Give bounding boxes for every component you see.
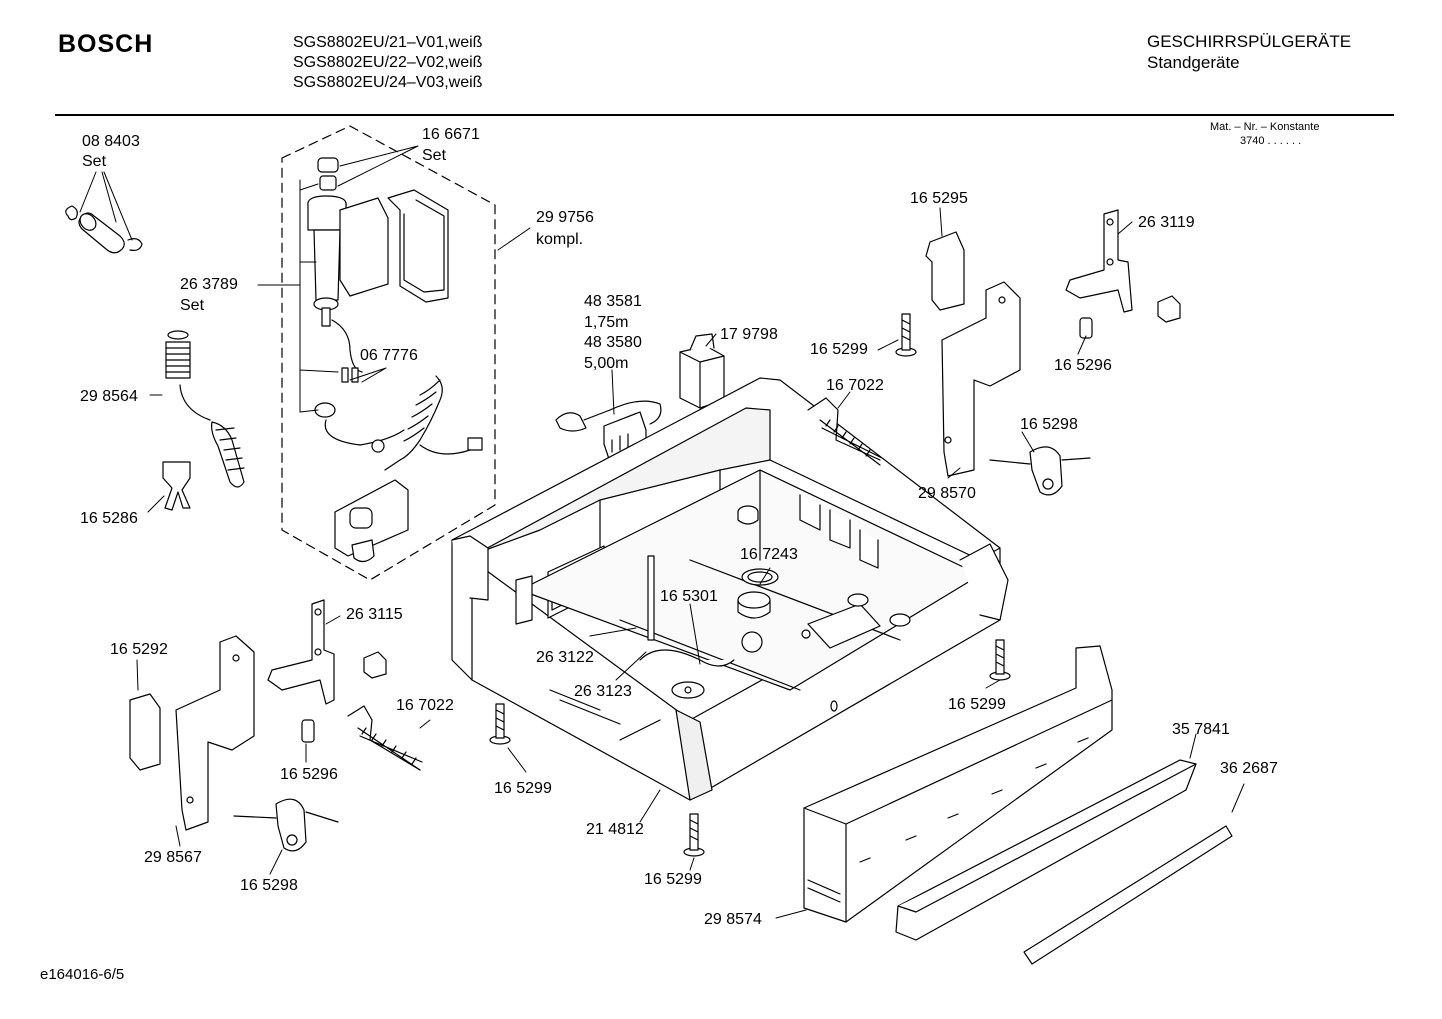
part-label: 16 5299 bbox=[810, 341, 868, 358]
part-label: 48 3580 bbox=[584, 334, 642, 351]
foot-screw-right-top bbox=[895, 313, 917, 357]
clip-165296-right bbox=[1079, 317, 1093, 339]
kick-plate-part bbox=[803, 645, 1113, 923]
part-label: 16 5298 bbox=[240, 877, 298, 894]
part-label: 17 9798 bbox=[720, 326, 778, 343]
category-title: GESCHIRRSPÜLGERÄTE bbox=[1147, 32, 1352, 51]
part-label: 29 8574 bbox=[704, 911, 762, 928]
part-label: Set bbox=[82, 153, 107, 170]
model-line: SGS8802EU/21–V01,weiß bbox=[293, 34, 483, 51]
part-label: 26 3115 bbox=[346, 606, 403, 623]
base-tub-part bbox=[451, 377, 1009, 801]
air-break-hose-part bbox=[165, 330, 245, 488]
inlet-valve-part bbox=[307, 157, 449, 446]
part-label: 16 5299 bbox=[644, 871, 702, 888]
bracket-298570 bbox=[941, 281, 1021, 477]
model-list: SGS8802EU/21–V01,weiß SGS8802EU/22–V02,w… bbox=[293, 33, 482, 93]
part-label: kompl. bbox=[536, 231, 583, 248]
hinge-165298-left bbox=[233, 798, 339, 852]
foot-screw-bottom bbox=[683, 813, 705, 857]
part-label: 16 5299 bbox=[494, 780, 552, 797]
bracket-298567 bbox=[175, 635, 255, 831]
model-line: SGS8802EU/24–V03,weiß bbox=[293, 74, 483, 91]
category-subtitle: Standgeräte bbox=[1147, 53, 1240, 72]
part-label: 16 7243 bbox=[740, 546, 798, 563]
foot-screw-center bbox=[489, 703, 511, 745]
part-label: 29 8564 bbox=[80, 388, 138, 405]
part-labels: 08 8403 Set 16 6671 Set 29 9756 kompl. 2… bbox=[80, 126, 1278, 928]
part-label: Set bbox=[180, 297, 205, 314]
part-label: 35 7841 bbox=[1172, 721, 1230, 738]
part-label: 16 5286 bbox=[80, 510, 138, 527]
part-label: 21 4812 bbox=[586, 821, 644, 838]
part-label: 26 3123 bbox=[574, 683, 632, 700]
part-label: 26 3122 bbox=[536, 649, 594, 666]
part-label: 16 7022 bbox=[826, 377, 884, 394]
part-label: 29 9756 bbox=[536, 209, 594, 226]
spring-167022-left bbox=[347, 705, 423, 771]
foot-screw-right bbox=[989, 639, 1011, 681]
category-block: GESCHIRRSPÜLGERÄTE Standgeräte bbox=[1147, 31, 1351, 73]
part-label: 16 5301 bbox=[660, 588, 718, 605]
part-label: 16 5296 bbox=[1054, 357, 1112, 374]
seal-strip-part bbox=[1023, 825, 1233, 965]
part-label: 26 3119 bbox=[1138, 214, 1195, 231]
drain-pump-part bbox=[679, 333, 725, 409]
part-label: 29 8570 bbox=[918, 485, 976, 502]
part-label: 1,75m bbox=[584, 314, 628, 331]
hinge-165298-right bbox=[989, 446, 1091, 496]
leader-lines bbox=[79, 145, 1245, 919]
part-label: 08 8403 bbox=[82, 133, 140, 150]
inlet-assembly-boundary bbox=[281, 125, 496, 581]
part-label: 16 6671 bbox=[422, 126, 480, 143]
pressure-switch-part bbox=[334, 479, 409, 563]
trim-strip-part bbox=[895, 759, 1197, 941]
bracket-165295 bbox=[925, 231, 965, 311]
pressure-hose-coil bbox=[371, 375, 483, 471]
part-label: 26 3789 bbox=[180, 276, 238, 293]
header-divider bbox=[55, 114, 1394, 116]
model-line: SGS8802EU/22–V02,weiß bbox=[293, 54, 483, 71]
part-label: 16 7022 bbox=[396, 697, 454, 714]
part-label: 16 5296 bbox=[280, 766, 338, 783]
mat-nr-value: 3740 . . . . . . bbox=[1240, 135, 1302, 147]
part-label: 16 5292 bbox=[110, 641, 168, 658]
part-label: 16 5295 bbox=[910, 190, 968, 207]
bracket-263115 bbox=[267, 599, 335, 705]
part-label: 29 8567 bbox=[144, 849, 202, 866]
part-label: Set bbox=[422, 147, 447, 164]
part-label: 48 3581 bbox=[584, 293, 642, 310]
part-label: 36 2687 bbox=[1220, 760, 1278, 777]
clip-165296-left bbox=[301, 719, 315, 743]
spring-167022-right bbox=[807, 397, 883, 466]
brand-logo: BOSCH bbox=[58, 30, 154, 58]
bracket-263119 bbox=[1065, 209, 1133, 313]
latch-part bbox=[1157, 295, 1181, 323]
float-switch-part bbox=[162, 461, 191, 511]
hose-part bbox=[65, 205, 143, 254]
bracket-165292 bbox=[129, 693, 161, 771]
part-label: 06 7776 bbox=[360, 347, 418, 364]
latch-left bbox=[363, 651, 387, 679]
part-label: 5,00m bbox=[584, 355, 628, 372]
mat-nr-label: Mat. – Nr. – Konstante bbox=[1210, 121, 1320, 133]
part-label: 16 5299 bbox=[948, 696, 1006, 713]
document-id: e164016-6/5 bbox=[40, 966, 125, 983]
part-label: 16 5298 bbox=[1020, 416, 1078, 433]
